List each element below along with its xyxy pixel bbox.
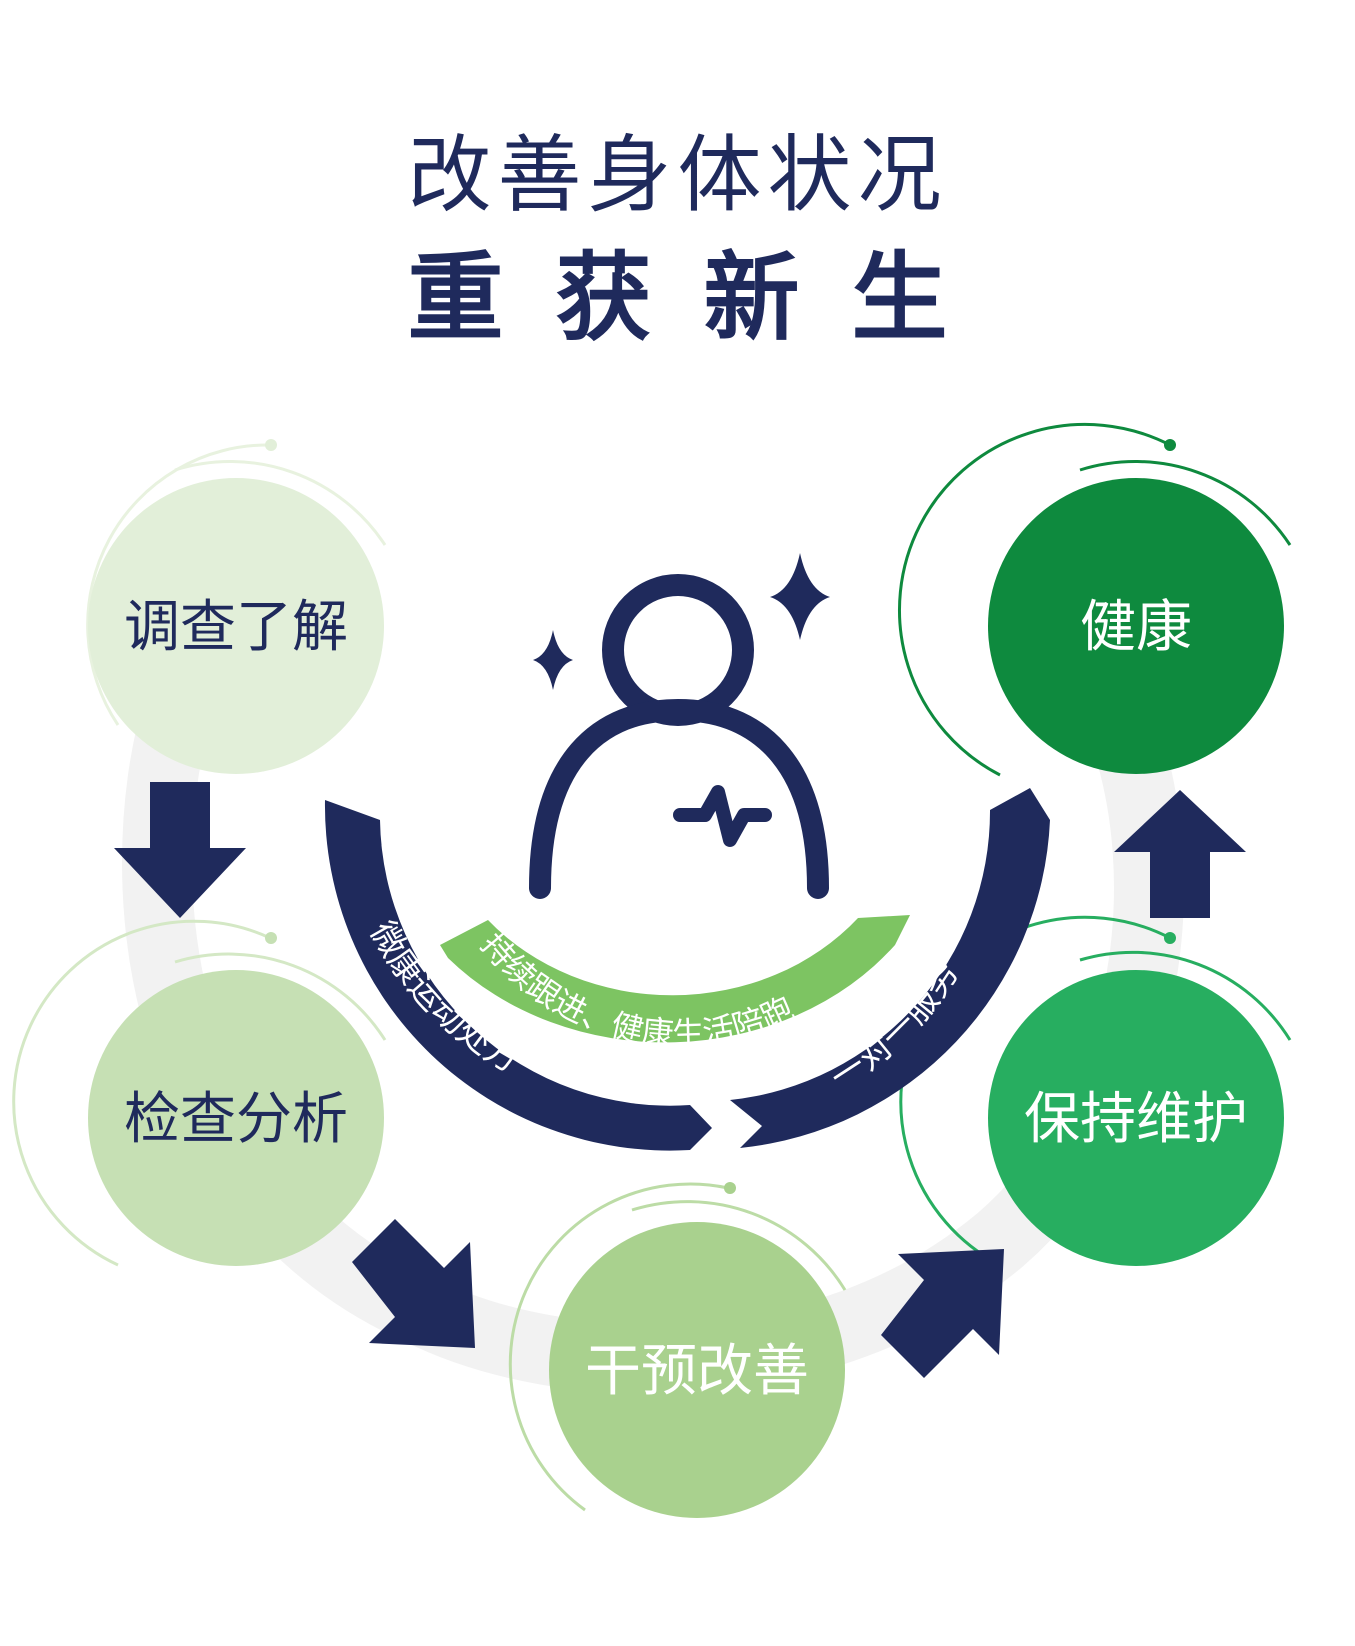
arrow-icon — [881, 1249, 1004, 1378]
step-label-2: 检查分析 — [124, 1087, 348, 1152]
step-node-2: 检查分析 — [12, 919, 387, 1267]
page-subtitle: 重获新生 — [407, 242, 1000, 354]
step-node-4: 保持维护 — [899, 915, 1292, 1267]
sparkle-icon — [533, 630, 573, 690]
step-node-5: 健康 — [897, 422, 1292, 777]
page-title: 改善身体状况 — [407, 126, 948, 224]
arrow-icon — [352, 1219, 475, 1348]
arrow-icon — [1114, 790, 1246, 918]
left-service-arc — [324, 800, 712, 1151]
heartbeat-icon — [673, 785, 772, 847]
step-label-1: 调查了解 — [124, 595, 348, 660]
step-label-3: 干预改善 — [585, 1339, 809, 1404]
step-node-1: 调查了解 — [86, 439, 387, 774]
sparkle-icon — [770, 553, 830, 640]
follow-up-ribbon — [440, 915, 910, 1043]
step-label-4: 保持维护 — [1024, 1087, 1248, 1152]
step-node-3: 干预改善 — [508, 1182, 847, 1518]
arrow-icon — [114, 782, 246, 918]
step-label-5: 健康 — [1080, 595, 1192, 660]
right-service-arc — [730, 788, 1050, 1148]
person-icon — [529, 574, 829, 899]
